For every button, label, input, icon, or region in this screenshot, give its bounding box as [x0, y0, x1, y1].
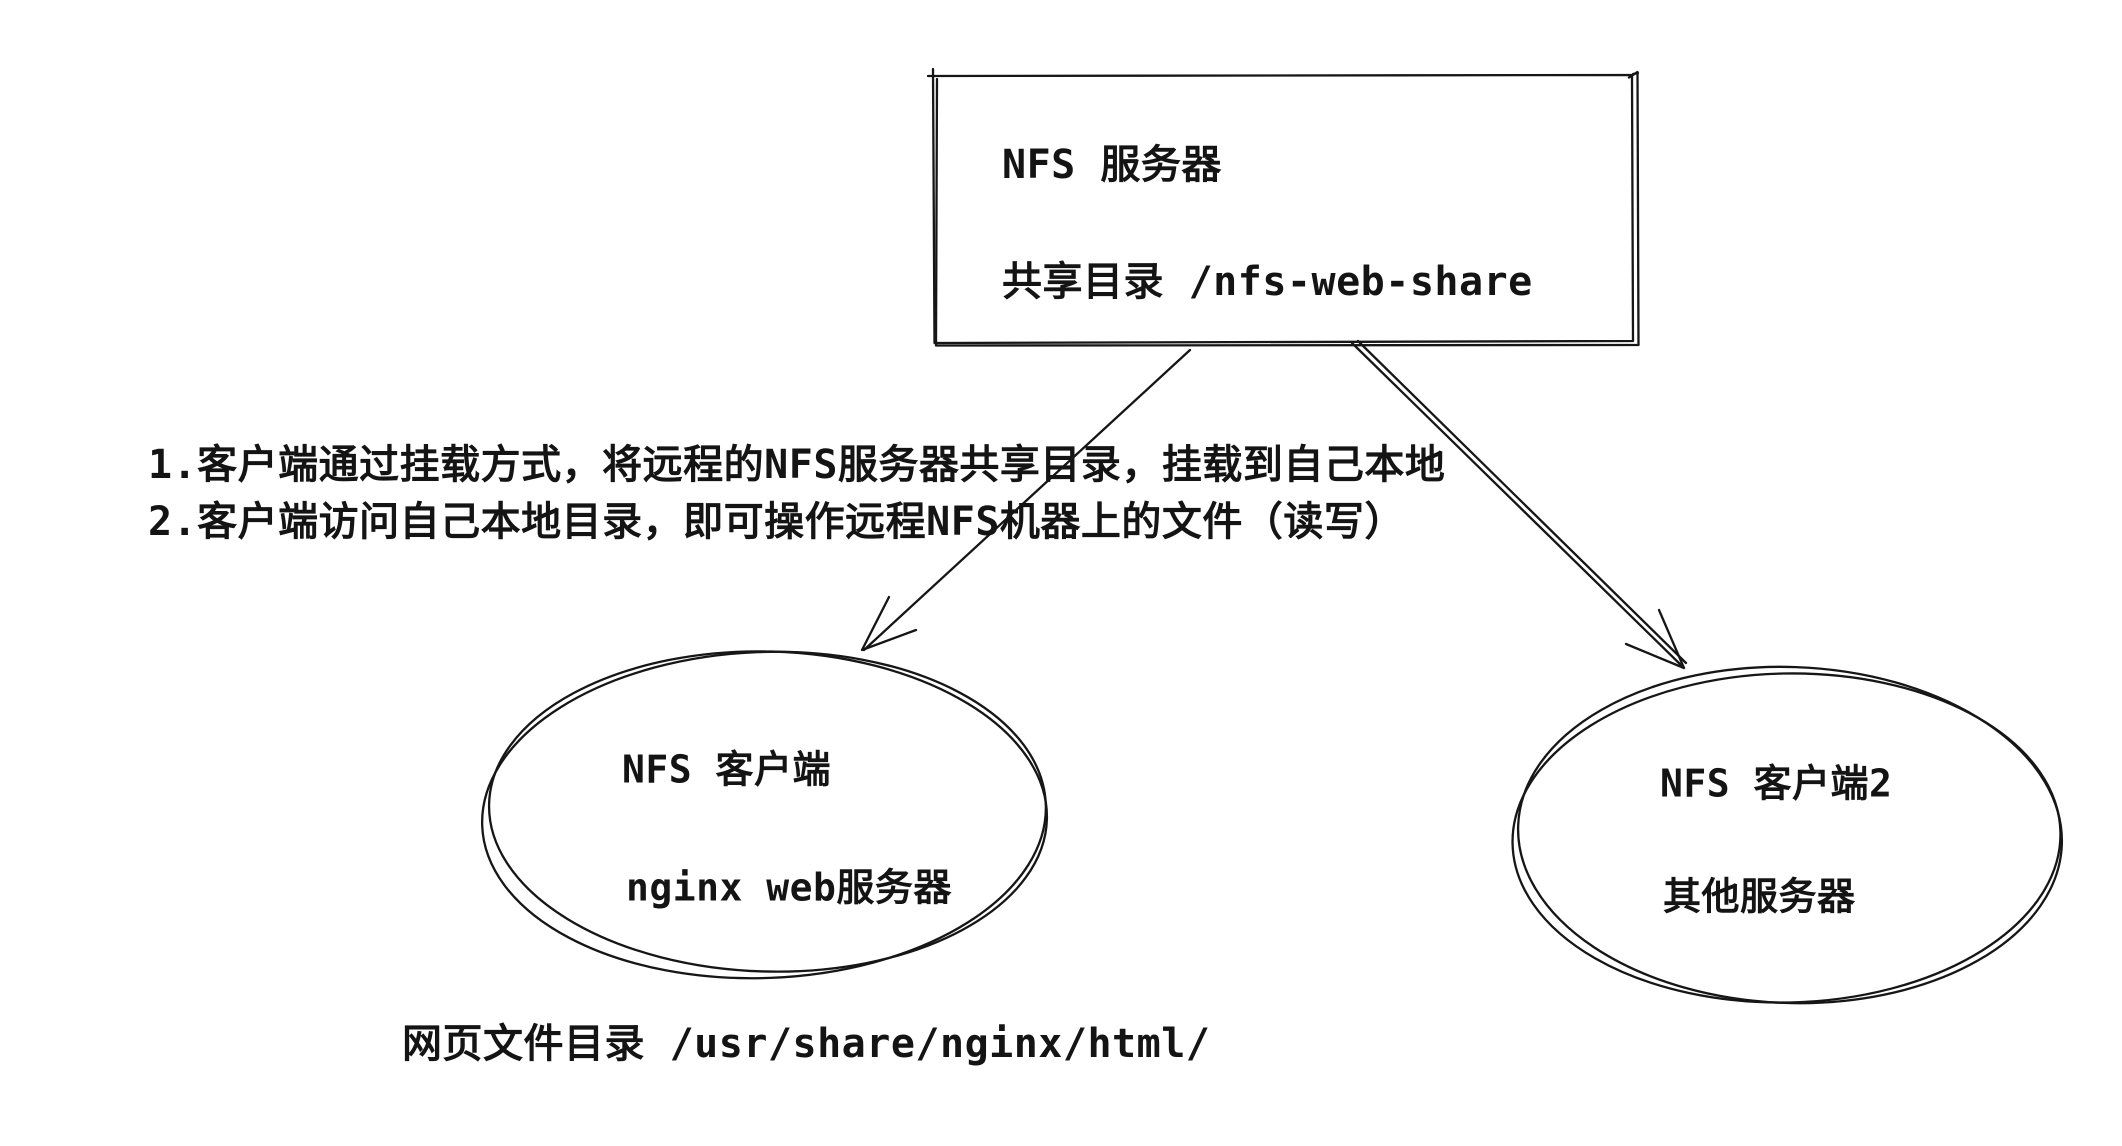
- footer-directory-note: 网页文件目录 /usr/share/nginx/html/: [402, 1021, 1211, 1067]
- client2-ellipse: [1511, 665, 2064, 1005]
- client2-subtitle: 其他服务器: [1663, 874, 1856, 919]
- server-box-title: NFS 服务器: [1002, 142, 1222, 188]
- arrowhead-icon: [860, 595, 918, 652]
- note-line-2: 2.客户端访问自己本地目录，即可操作远程NFS机器上的文件（读写）: [148, 499, 1405, 545]
- client1-title: NFS 客户端: [622, 747, 832, 792]
- note-line-1: 1.客户端通过挂载方式，将远程的NFS服务器共享目录，挂载到自己本地: [148, 442, 1446, 488]
- client1-ellipse: [480, 650, 1049, 980]
- arrowhead-icon: [1624, 608, 1686, 670]
- client1-subtitle: nginx web服务器: [626, 865, 952, 910]
- server-box-share-dir: 共享目录 /nfs-web-share: [1002, 259, 1533, 305]
- client2-title: NFS 客户端2: [1660, 761, 1893, 806]
